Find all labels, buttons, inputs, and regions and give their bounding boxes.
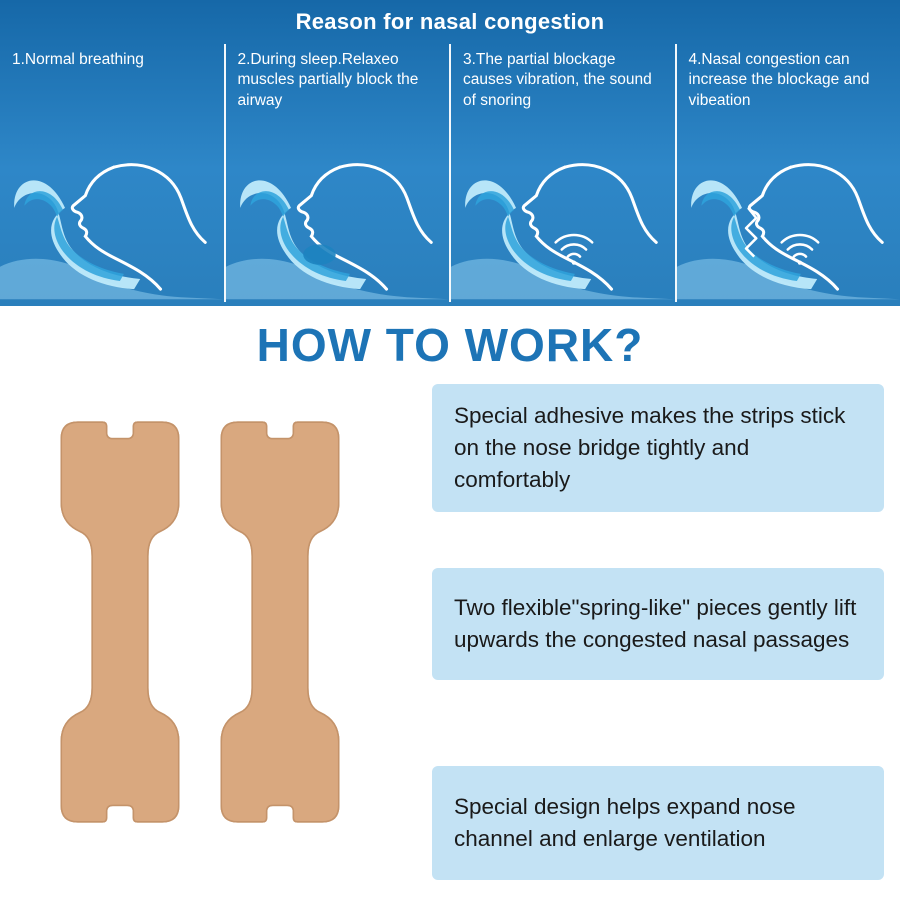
feature-text: Two flexible"spring-like" pieces gently …: [454, 595, 857, 652]
nasal-strip-right-icon: [212, 416, 348, 828]
feature-box-spring: Two flexible"spring-like" pieces gently …: [432, 568, 884, 680]
sleeping-head-airflow-icon: [0, 163, 224, 301]
hero-section: Reason for nasal congestion 1.Normal bre…: [0, 0, 900, 306]
sleeping-head-blockage-icon: [225, 163, 449, 301]
congestion-panel-2: 2.During sleep.Relaxeo muscles partially…: [223, 44, 449, 302]
feature-text: Special adhesive makes the strips stick …: [454, 403, 846, 492]
feature-box-design: Special design helps expand nose channel…: [432, 766, 884, 880]
congestion-panel-1: 1.Normal breathing: [0, 44, 224, 302]
congestion-panels: 1.Normal breathing 2.During sleep.Relaxe…: [0, 44, 900, 302]
how-to-work-section: Special adhesive makes the strips stick …: [0, 372, 900, 900]
feature-text: Special design helps expand nose channel…: [454, 794, 796, 851]
how-to-work-heading: HOW TO WORK?: [256, 319, 644, 371]
panel-caption: 1.Normal breathing: [12, 51, 144, 68]
congestion-panel-4: 4.Nasal congestion can increase the bloc…: [674, 44, 900, 302]
panel-caption: 3.The partial blockage causes vibration,…: [463, 51, 652, 109]
hero-title: Reason for nasal congestion: [295, 9, 605, 34]
panel-caption: 4.Nasal congestion can increase the bloc…: [688, 51, 870, 109]
sleeping-head-vibration-icon: [676, 163, 900, 301]
sleeping-head-snoring-icon: [451, 163, 675, 301]
feature-box-adhesive: Special adhesive makes the strips stick …: [432, 384, 884, 512]
nasal-strip-left-icon: [52, 416, 188, 828]
panel-caption: 2.During sleep.Relaxeo muscles partially…: [237, 51, 419, 109]
nasal-strips-image: [52, 416, 362, 832]
congestion-panel-3: 3.The partial blockage causes vibration,…: [449, 44, 675, 302]
